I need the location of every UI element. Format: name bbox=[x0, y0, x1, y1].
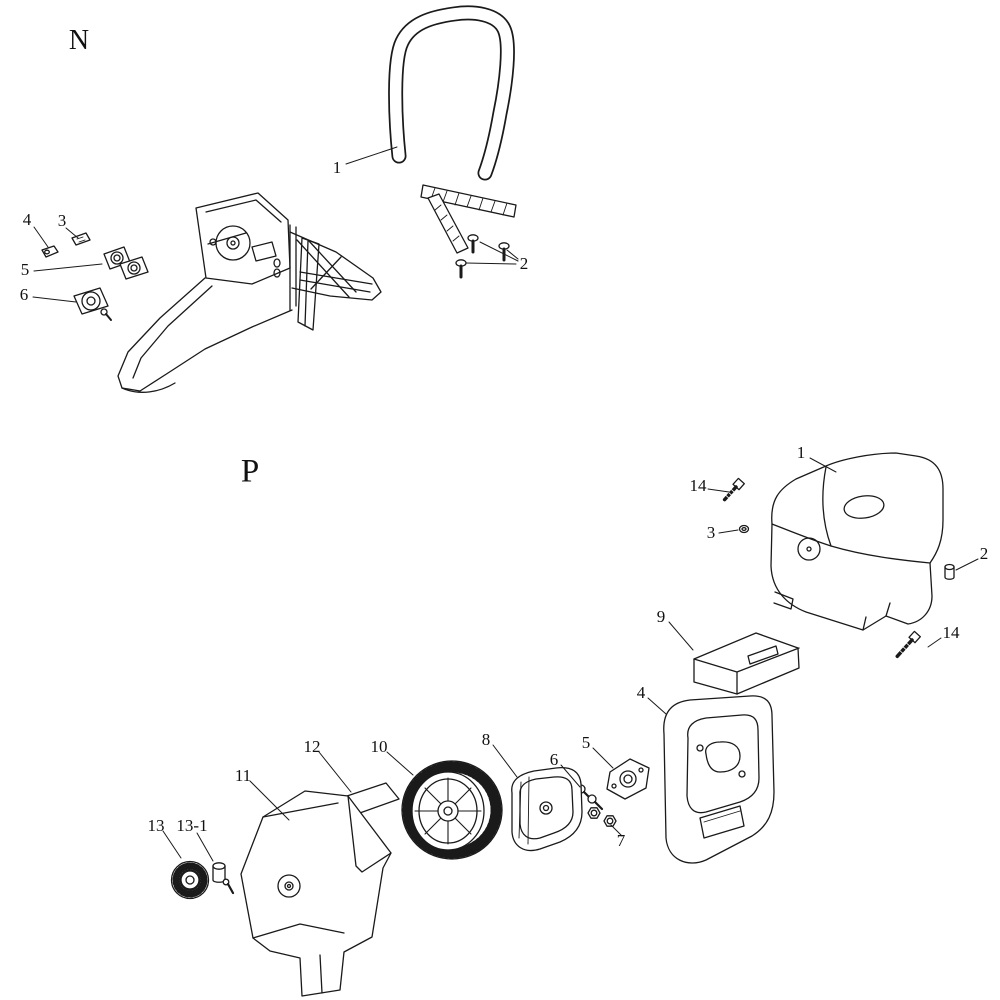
callout-p-14-top: 14 bbox=[689, 476, 707, 495]
callout-n-3: 3 bbox=[57, 211, 67, 230]
part-p-nuts-7 bbox=[587, 807, 617, 827]
callout-p-6: 6 bbox=[549, 750, 559, 769]
part-p-spacer-5 bbox=[606, 758, 650, 800]
callout-p-3: 3 bbox=[706, 523, 716, 542]
callout-p-9: 9 bbox=[656, 607, 666, 626]
part-n-screws bbox=[455, 234, 510, 279]
callout-p-5: 5 bbox=[581, 733, 591, 752]
part-p-cap-2 bbox=[944, 563, 955, 580]
callout-n-2: 2 bbox=[519, 254, 529, 273]
part-p-top-cover bbox=[770, 452, 944, 631]
section-label-p: P bbox=[240, 453, 260, 490]
callout-n-4: 4 bbox=[22, 210, 32, 229]
callout-p-13: 13 bbox=[147, 816, 165, 835]
part-p-screw-14-right bbox=[895, 630, 921, 659]
part-p-bushing-13-1 bbox=[212, 862, 235, 895]
section-label-n: N bbox=[68, 25, 90, 56]
callout-p-2: 2 bbox=[979, 544, 989, 563]
callout-p-13-1: 13-1 bbox=[176, 816, 208, 835]
callout-p-14-right: 14 bbox=[942, 623, 960, 642]
callout-p-7: 7 bbox=[616, 831, 626, 850]
part-n-handlebar bbox=[388, 5, 517, 254]
part-p-knob-13 bbox=[170, 860, 210, 900]
part-p-back-plate-4 bbox=[663, 695, 775, 864]
part-n-clamp-pieces bbox=[41, 232, 149, 321]
part-p-side-cover-11 bbox=[240, 790, 392, 997]
callout-p-11: 11 bbox=[234, 766, 252, 785]
callout-p-12: 12 bbox=[303, 737, 321, 756]
leader-lines-p bbox=[162, 457, 979, 862]
callout-p-4: 4 bbox=[636, 683, 646, 702]
callout-p-8: 8 bbox=[481, 730, 491, 749]
part-n-chassis bbox=[117, 192, 382, 393]
callout-n-6: 6 bbox=[19, 285, 29, 304]
callout-p-1: 1 bbox=[796, 443, 806, 462]
callout-n-1: 1 bbox=[332, 158, 342, 177]
part-p-clip-3 bbox=[738, 524, 750, 534]
part-p-filter-drum-10 bbox=[401, 760, 503, 860]
part-p-screw-14-top bbox=[722, 477, 745, 502]
part-p-scoop-9 bbox=[693, 632, 800, 695]
callout-n-5: 5 bbox=[20, 260, 30, 279]
part-p-filter-base-8 bbox=[511, 766, 583, 852]
callout-p-10: 10 bbox=[370, 737, 388, 756]
leader-lines-n bbox=[32, 146, 519, 303]
